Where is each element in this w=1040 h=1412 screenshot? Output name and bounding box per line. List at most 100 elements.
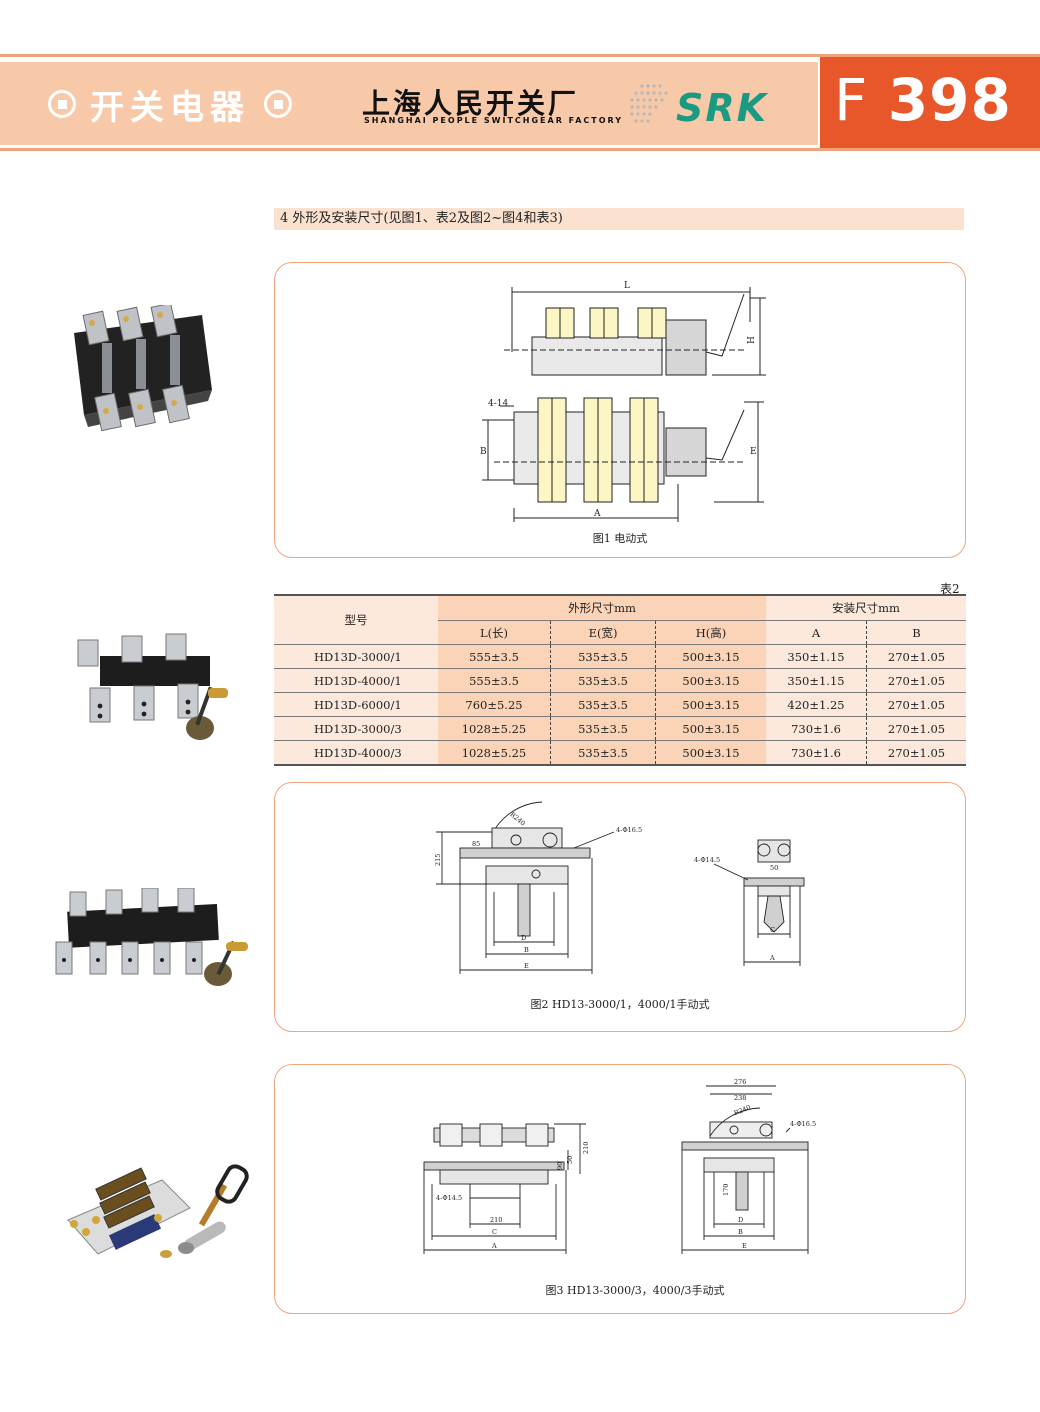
fig3-label-E: E <box>742 1242 747 1250</box>
table-subheader-row: L(长) E(宽) H(高) A B <box>274 620 966 645</box>
col-E: E(宽) <box>550 620 656 645</box>
fig3-label-r240: R240 <box>733 1103 752 1117</box>
cell-L: 555±3.5 <box>438 668 551 693</box>
product-photo-manual-switch-1 <box>77 633 228 740</box>
fig3-label-hole1: 4-Φ14.5 <box>436 1194 462 1202</box>
header-model: 型号 <box>274 594 438 645</box>
header-rule-top <box>0 54 1040 57</box>
fig3-label-170: 170 <box>722 1184 730 1196</box>
header-mount: 安装尺寸mm <box>766 594 966 621</box>
figure-1-frame <box>274 262 966 558</box>
fig3-label-50: 50 <box>566 1156 574 1164</box>
company-name-en: SHANGHAI PEOPLE SWITCHGEAR FACTORY <box>364 116 624 125</box>
cell-B: 270±1.05 <box>866 740 966 766</box>
fig3-label-210h: 210 <box>582 1142 590 1154</box>
fig2-label-hole1: 4-Φ16.5 <box>616 826 642 834</box>
table-row: HD13D-6000/1 760±5.25 535±3.5 500±3.15 4… <box>274 692 966 717</box>
cell-model: HD13D-3000/3 <box>274 716 438 741</box>
cell-E: 535±3.5 <box>550 740 656 766</box>
cell-model: HD13D-3000/1 <box>274 644 438 669</box>
table-row: HD13D-4000/1 555±3.5 535±3.5 500±3.15 35… <box>274 668 966 693</box>
fig3-label-210w: 210 <box>490 1216 502 1224</box>
fig2-label-D: D <box>521 934 526 942</box>
fig1-label-E: E <box>750 447 757 457</box>
table-row: HD13D-4000/3 1028±5.25 535±3.5 500±3.15 … <box>274 740 966 766</box>
header-rule-bottom <box>0 148 1040 151</box>
fig2-label-215: 215 <box>434 854 442 866</box>
fig1-label-B: B <box>480 447 487 457</box>
company-name: 上海人民开关厂 <box>362 87 580 120</box>
figure-1-caption: 图1 电动式 <box>592 532 648 545</box>
header-outline: 外形尺寸mm <box>438 594 766 621</box>
product-photo-electric-switch <box>74 305 212 432</box>
cell-E: 535±3.5 <box>550 692 656 717</box>
section-heading: 4 外形及安装尺寸(见图1、表2及图2~图4和表3) <box>274 208 964 230</box>
cell-H: 500±3.15 <box>655 740 766 766</box>
cell-A: 730±1.6 <box>766 740 867 766</box>
page-code: F 398 <box>834 66 1012 134</box>
fig3-label-A: A <box>491 1242 497 1250</box>
table-row: HD13D-3000/1 555±3.5 535±3.5 500±3.15 35… <box>274 644 966 669</box>
fig1-label-L: L <box>624 281 630 291</box>
fig1-label-H: H <box>747 336 757 344</box>
cell-H: 500±3.15 <box>655 644 766 669</box>
fig2-label-B: B <box>524 946 529 954</box>
fig3-label-C: C <box>492 1228 497 1236</box>
bullet-circle-icon <box>264 90 292 118</box>
fig3-label-hole2: 4-Φ16.5 <box>790 1120 816 1128</box>
cell-B: 270±1.05 <box>866 716 966 741</box>
spec-table: 型号 外形尺寸mm 安装尺寸mm L(长) E(宽) H(高) A B HD13… <box>274 594 966 766</box>
fig2-label-hole2: 4-Φ14.5 <box>694 856 720 864</box>
fig2-label-50: 50 <box>770 864 778 872</box>
fig2-label-85: 85 <box>472 840 480 848</box>
cell-B: 270±1.05 <box>866 692 966 717</box>
cell-L: 760±5.25 <box>438 692 551 717</box>
col-H: H(高) <box>655 620 766 645</box>
srk-logo: SRK <box>676 86 769 130</box>
fig3-label-B: B <box>738 1228 743 1236</box>
cell-L: 1028±5.25 <box>438 740 551 766</box>
fig2-label-A: A <box>769 954 775 962</box>
table-2-label: 表2 <box>940 582 960 596</box>
fig2-label-r240: R240 <box>508 810 526 827</box>
figure-2-frame <box>274 782 966 1032</box>
cell-A: 730±1.6 <box>766 716 867 741</box>
col-L: L(长) <box>438 620 551 645</box>
figure-3-frame <box>274 1064 966 1314</box>
figure-3-drawing: 210 50 90 4-Φ14.5 210 C A 276 238 R240 4… <box>423 1078 816 1254</box>
cell-model: HD13D-4000/1 <box>274 668 438 693</box>
page-letter: F <box>834 66 869 134</box>
header-band <box>0 62 818 145</box>
fig2-label-E: E <box>524 962 529 970</box>
cell-H: 500±3.15 <box>655 692 766 717</box>
cell-E: 535±3.5 <box>550 716 656 741</box>
cell-B: 270±1.05 <box>866 668 966 693</box>
category-title: 开关电器 <box>48 84 292 128</box>
col-B: B <box>866 620 966 645</box>
cell-B: 270±1.05 <box>866 644 966 669</box>
fig1-label-A: A <box>593 509 601 519</box>
cell-L: 555±3.5 <box>438 644 551 669</box>
col-A: A <box>766 620 867 645</box>
figure-3-caption: 图3 HD13-3000/3，4000/3手动式 <box>545 1284 725 1297</box>
cell-A: 350±1.15 <box>766 644 867 669</box>
cell-E: 535±3.5 <box>550 644 656 669</box>
cell-model: HD13D-4000/3 <box>274 740 438 766</box>
cell-model: HD13D-6000/1 <box>274 692 438 717</box>
fig1-label-hole: 4-14 <box>488 399 508 409</box>
figure-1-drawing: L H 4-14 B E A <box>480 281 766 522</box>
fig3-label-90: 90 <box>556 1162 564 1170</box>
cell-L: 1028±5.25 <box>438 716 551 741</box>
page-number: 398 <box>887 66 1012 134</box>
cell-A: 420±1.25 <box>766 692 867 717</box>
table-row: HD13D-3000/3 1028±5.25 535±3.5 500±3.15 … <box>274 716 966 741</box>
cell-A: 350±1.15 <box>766 668 867 693</box>
page-code-block <box>820 57 1040 148</box>
product-photo-manual-switch-3 <box>55 888 248 986</box>
figure-2-drawing: R240 215 85 4-Φ16.5 D B E 4-Φ14.5 50 C A <box>434 801 805 974</box>
figure-2-caption: 图2 HD13-3000/1，4000/1手动式 <box>530 998 710 1011</box>
fig3-label-D: D <box>738 1216 743 1224</box>
cell-H: 500±3.15 <box>655 668 766 693</box>
product-photo-electric-operator <box>67 1164 249 1258</box>
bullet-circle-icon <box>48 90 76 118</box>
